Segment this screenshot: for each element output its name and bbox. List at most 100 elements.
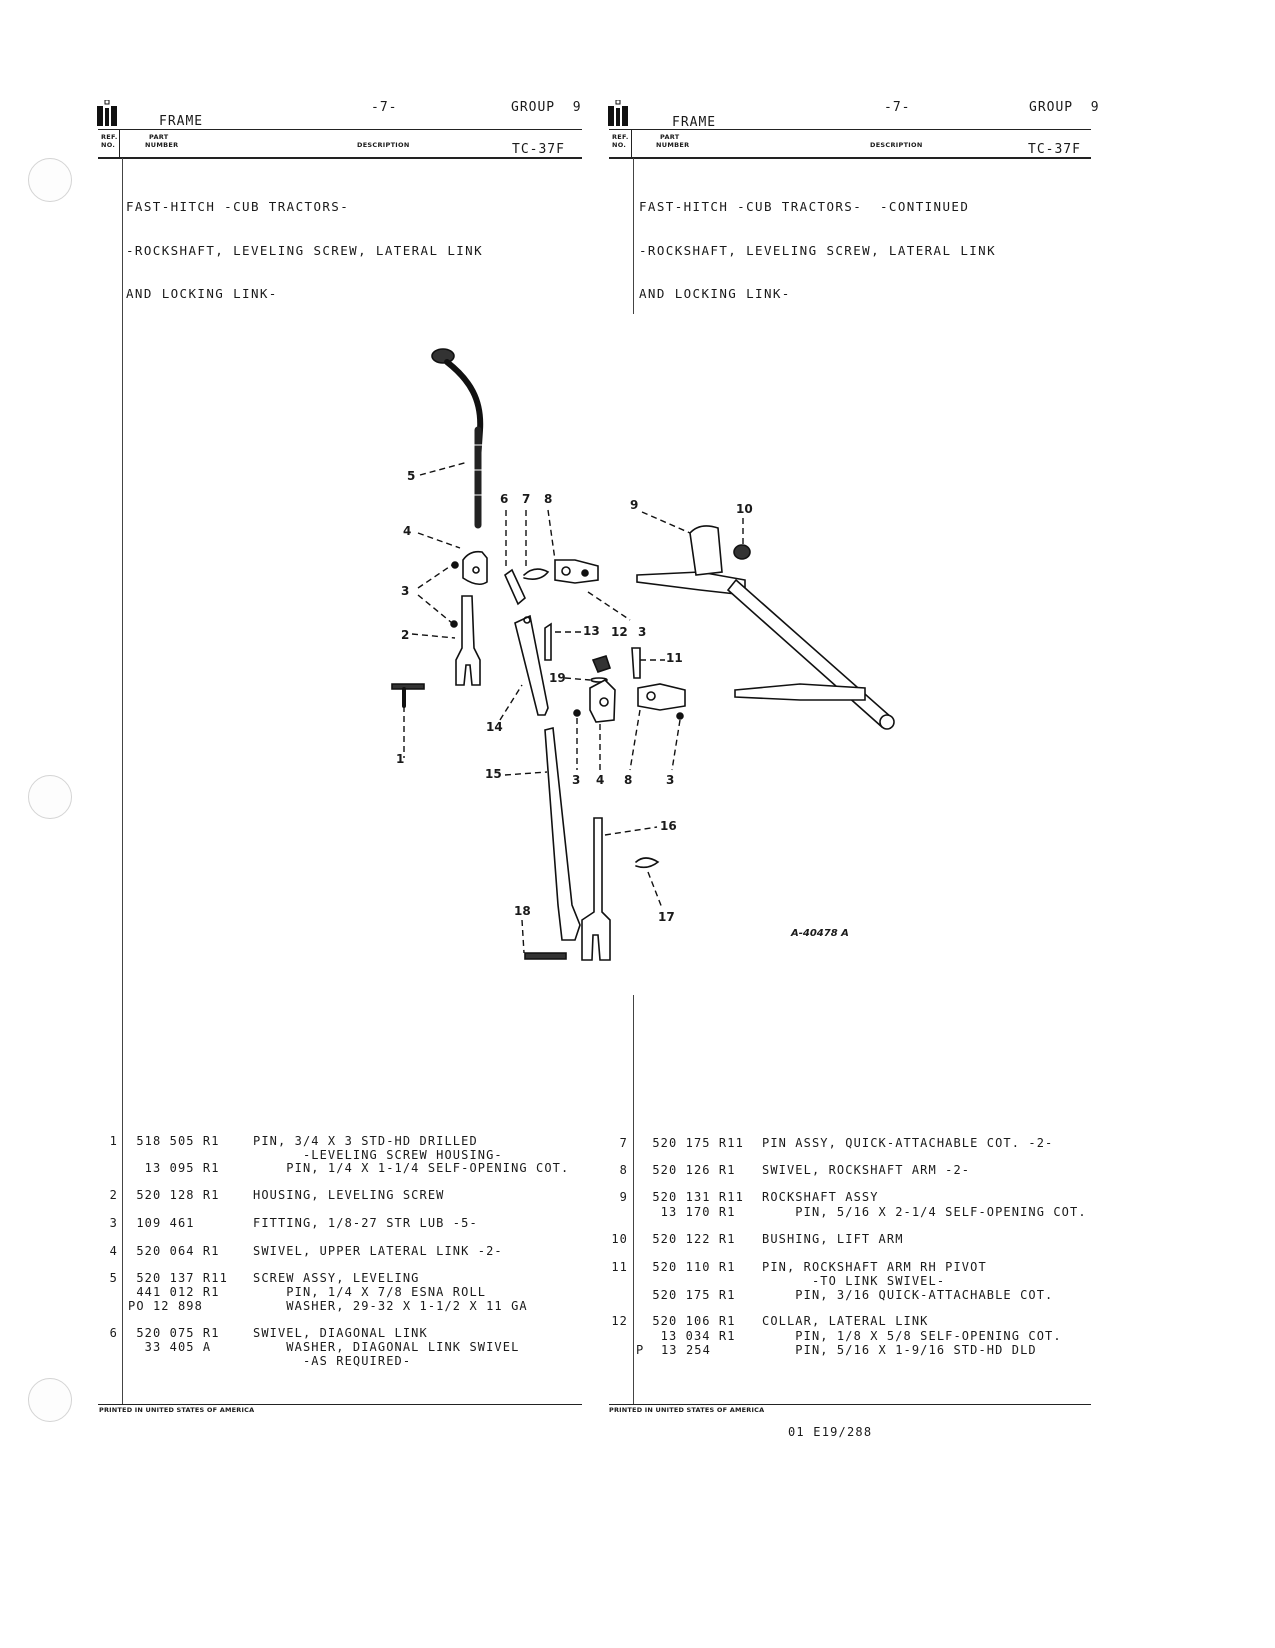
lift-arm-bushing [733, 544, 751, 560]
left-footer-rule [98, 1404, 582, 1405]
left-col-part-line1: PART [149, 133, 169, 141]
callout-17: 17 [658, 910, 675, 924]
left-footer: PRINTED IN UNITED STATES OF AMERICA [99, 1406, 255, 1414]
left-col-ref-line2: NO. [101, 141, 116, 149]
right-section-heading: FAST-HITCH -CUB TRACTORS- -CONTINUED -RO… [639, 171, 996, 316]
left-code: TC-37F [512, 142, 565, 157]
right-ref-divider-lower [633, 995, 634, 1404]
right-part-11a: 520 110 R1 [644, 1260, 736, 1274]
right-page-number: -7- [884, 100, 911, 115]
right-ref-9: 9 [619, 1190, 628, 1204]
left-heading-line1: FAST-HITCH -CUB TRACTORS- [126, 199, 350, 214]
right-part-7: 520 175 R11 [644, 1136, 744, 1150]
leveling-screw-knob [431, 348, 455, 364]
right-col-part-line1: PART [660, 133, 680, 141]
callout-13: 13 [583, 624, 600, 638]
left-section-heading: FAST-HITCH -CUB TRACTORS- -ROCKSHAFT, LE… [126, 171, 483, 316]
right-desc-11a: PIN, ROCKSHAFT ARM RH PIVOT [762, 1260, 987, 1274]
lateral-link-collar [591, 655, 612, 673]
left-desc-4: SWIVEL, UPPER LATERAL LINK -2- [253, 1244, 503, 1258]
callout-3: 3 [572, 773, 581, 787]
right-col-part: PART NUMBER [656, 133, 689, 149]
callout-16: 16 [660, 819, 677, 833]
lower-fork-link [581, 817, 611, 961]
callout-2: 2 [401, 628, 410, 642]
left-heading-line2: -ROCKSHAFT, LEVELING SCREW, LATERAL LINK [126, 242, 484, 258]
left-col-description: DESCRIPTION [357, 141, 410, 149]
callout-14: 14 [486, 720, 503, 734]
right-desc-11b: -TO LINK SWIVEL- [762, 1274, 946, 1288]
left-col-part: PART NUMBER [145, 133, 178, 149]
left-desc-5c: WASHER, 29-32 X 1-1/2 X 11 GA [253, 1299, 528, 1313]
right-desc-10: BUSHING, LIFT ARM [762, 1232, 904, 1246]
left-ref-3: 3 [109, 1216, 118, 1230]
punch-hole-top [28, 158, 72, 202]
left-part-6a: 520 075 R1 [128, 1326, 220, 1340]
left-part-2: 520 128 R1 [128, 1188, 220, 1202]
left-part-5c: PO 12 898 [128, 1299, 203, 1313]
right-ref-divider [633, 158, 634, 314]
right-col-part-line2: NUMBER [656, 141, 690, 149]
left-desc-2: HOUSING, LEVELING SCREW [253, 1188, 445, 1202]
right-part-12b: 13 034 R1 [644, 1329, 736, 1343]
callout-9: 9 [630, 498, 639, 512]
right-desc-11c: PIN, 3/16 QUICK-ATTACHABLE COT. [762, 1288, 1054, 1302]
right-heading-line2: -ROCKSHAFT, LEVELING SCREW, LATERAL LINK [639, 242, 997, 258]
left-part-6b: 33 405 A [128, 1340, 212, 1354]
left-ref-4: 4 [109, 1244, 118, 1258]
right-col-ref-line1: REF. [612, 133, 629, 141]
right-part-11c: 520 175 R1 [644, 1288, 736, 1302]
callout-5: 5 [407, 469, 416, 483]
ih-logo-icon [97, 100, 117, 126]
right-part-12a: 520 106 R1 [644, 1314, 736, 1328]
callout-10: 10 [736, 502, 753, 516]
right-ref-12: 12 [611, 1314, 628, 1328]
left-ref-1: 1 [109, 1134, 118, 1148]
callout-4: 4 [596, 773, 605, 787]
page-code: 01 E19/288 [788, 1425, 873, 1439]
callout-6: 6 [500, 492, 509, 506]
left-desc-1b: -LEVELING SCREW HOUSING- [253, 1148, 503, 1162]
left-heading-line3: AND LOCKING LINK- [126, 286, 278, 301]
right-ref-8: 8 [619, 1163, 628, 1177]
right-desc-8: SWIVEL, ROCKSHAFT ARM -2- [762, 1163, 971, 1177]
left-ref-2: 2 [109, 1188, 118, 1202]
right-section-title: FRAME [672, 115, 717, 130]
punch-hole-middle [28, 775, 72, 819]
right-code: TC-37F [1028, 142, 1081, 157]
left-part-5b: 441 012 R1 [128, 1285, 220, 1299]
left-col-ref-line1: REF. [101, 133, 118, 141]
right-footer-rule [609, 1404, 1091, 1405]
left-page-number: -7- [371, 100, 398, 115]
right-ref-10: 10 [611, 1232, 628, 1246]
ih-logo-icon [608, 100, 628, 126]
right-part-9b: 13 170 R1 [644, 1205, 736, 1219]
drawing-id: A-40478 A [791, 928, 849, 939]
callout-18: 18 [514, 904, 531, 918]
callout-3: 3 [401, 584, 410, 598]
callout-1: 1 [396, 752, 405, 766]
left-columns-rule [98, 157, 582, 159]
right-header-rule [609, 129, 1091, 130]
right-ref-11: 11 [611, 1260, 628, 1274]
left-col-ref: REF. NO. [101, 133, 118, 149]
callout-4: 4 [403, 524, 412, 538]
punch-hole-bottom [28, 1378, 72, 1422]
right-desc-12a: COLLAR, LATERAL LINK [762, 1314, 929, 1328]
left-ref-5: 5 [109, 1271, 118, 1285]
left-part-1c: 13 095 R1 [128, 1161, 220, 1175]
right-ref-7: 7 [619, 1136, 628, 1150]
right-heading-line1: FAST-HITCH -CUB TRACTORS- -CONTINUED [639, 199, 970, 214]
rockshaft-arm-swivel [554, 559, 599, 584]
callout-15: 15 [485, 767, 502, 781]
right-col-ref: REF. NO. [612, 133, 629, 149]
left-part-1a: 518 505 R1 [128, 1134, 220, 1148]
callout-8: 8 [624, 773, 633, 787]
right-col-description: DESCRIPTION [870, 141, 923, 149]
leveling-screw-housing [455, 595, 481, 686]
callout-7: 7 [522, 492, 531, 506]
drilled-pin [391, 683, 425, 690]
callout-19: 19 [549, 671, 566, 685]
right-group-label: GROUP 9 [1029, 100, 1100, 115]
